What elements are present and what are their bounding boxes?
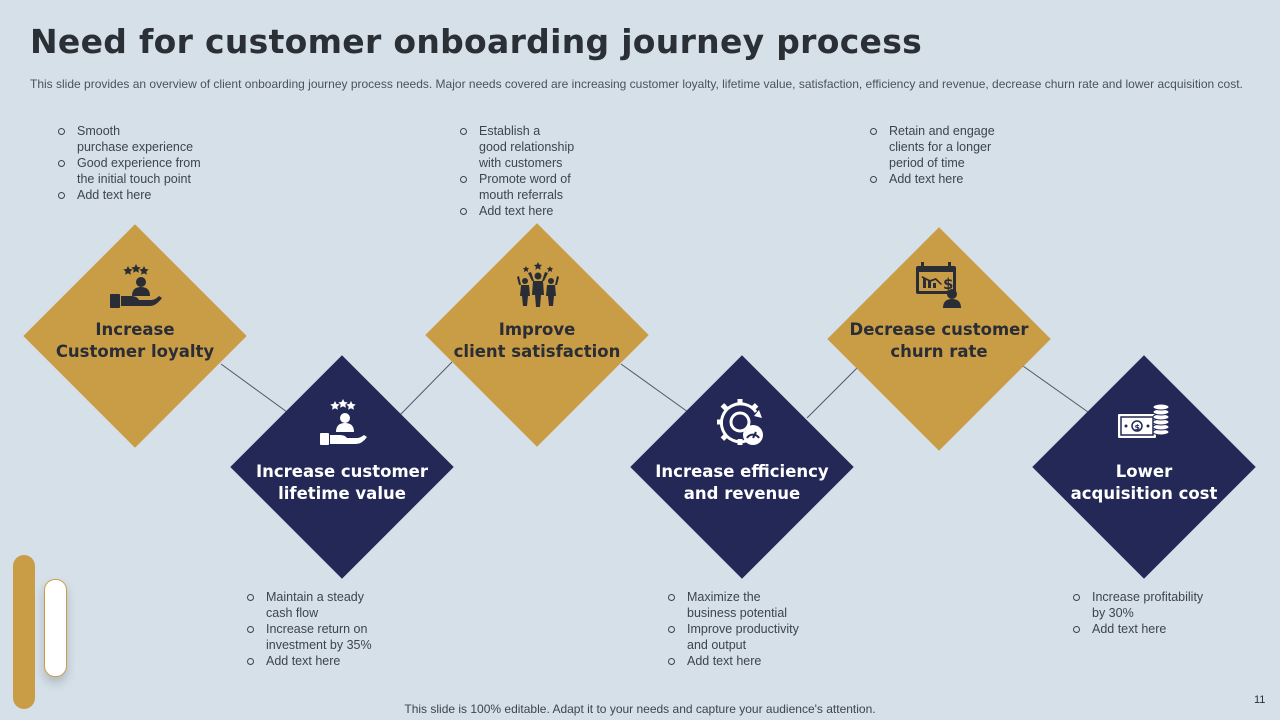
bullet-line: Improve productivity bbox=[687, 622, 799, 636]
bullet-line: Establish a bbox=[479, 124, 541, 138]
bullet-line: Promote word of bbox=[479, 172, 571, 186]
bullets-acquisition-cost: Increase profitability by 30% Add text h… bbox=[1073, 589, 1203, 637]
decorative-gold-bar bbox=[13, 555, 35, 709]
bullet-line: Add text here bbox=[687, 654, 762, 668]
bullet-line: with customers bbox=[479, 156, 563, 170]
connector-line bbox=[620, 363, 689, 413]
bullet-line: cash flow bbox=[266, 606, 319, 620]
bullet-line: investment by 35% bbox=[266, 638, 372, 652]
bullets-customer-loyalty: Smooth purchase experience Good experien… bbox=[58, 123, 201, 203]
bullet-line: Maximize the bbox=[687, 590, 761, 604]
connector-line bbox=[1022, 365, 1089, 413]
bullet-item: Promote word of mouth referrals bbox=[460, 171, 574, 203]
bullet-line: Retain and engage bbox=[889, 124, 995, 138]
bullet-item: Improve productivity and output bbox=[668, 621, 799, 653]
connector-line bbox=[806, 366, 859, 419]
label-line: Increase customer bbox=[256, 462, 428, 481]
gear-speedometer-icon bbox=[717, 399, 763, 445]
bullet-line: purchase experience bbox=[77, 140, 194, 154]
bullet-line: Good experience from bbox=[77, 156, 201, 170]
connector-line bbox=[398, 361, 453, 417]
bullet-item: Establish a good relationship with custo… bbox=[460, 123, 574, 171]
hand-holding-user-stars-icon bbox=[320, 399, 367, 445]
bullet-line: Increase profitability bbox=[1092, 590, 1204, 604]
decorative-white-pill bbox=[44, 579, 67, 677]
footer-note: This slide is 100% editable. Adapt it to… bbox=[404, 702, 876, 716]
bullet-item: Increase return on investment by 35% bbox=[247, 621, 372, 653]
label-line: churn rate bbox=[890, 342, 988, 361]
label-efficiency-revenue: Increase efficiency and revenue bbox=[637, 461, 847, 505]
bullet-item: Add text here bbox=[460, 203, 574, 219]
bullet-line: good relationship bbox=[479, 140, 575, 154]
bullet-line: mouth referrals bbox=[479, 188, 564, 202]
bullet-item: Maintain a steady cash flow bbox=[247, 589, 372, 621]
label-line: and revenue bbox=[683, 484, 801, 503]
bullet-line: the initial touch point bbox=[77, 172, 191, 186]
bullets-customer-lifetime-value: Maintain a steady cash flow Increase ret… bbox=[247, 589, 372, 669]
bullet-line: Smooth bbox=[77, 124, 121, 138]
bullet-line: Maintain a steady bbox=[266, 590, 364, 604]
label-line: client satisfaction bbox=[453, 342, 621, 361]
bullet-item: Add text here bbox=[58, 187, 201, 203]
bullet-item: Good experience from the initial touch p… bbox=[58, 155, 201, 187]
bullet-item: Smooth purchase experience bbox=[58, 123, 201, 155]
banknote-coins-icon: $ bbox=[1118, 403, 1170, 438]
bullet-item: Add text here bbox=[668, 653, 799, 669]
bullet-line: by 30% bbox=[1092, 606, 1134, 620]
bullet-item: Increase profitability by 30% bbox=[1073, 589, 1203, 621]
bullet-item: Retain and engage clients for a longer p… bbox=[870, 123, 995, 171]
bullet-line: and output bbox=[687, 638, 747, 652]
label-line: Decrease customer bbox=[849, 320, 1029, 339]
cheering-team-icon bbox=[517, 262, 559, 307]
bullet-item: Add text here bbox=[247, 653, 372, 669]
hand-holding-user-stars-icon bbox=[110, 264, 162, 308]
bullet-line: Add text here bbox=[479, 204, 554, 218]
label-line: Increase bbox=[95, 320, 175, 339]
bullet-line: Add text here bbox=[889, 172, 964, 186]
bullet-line: Add text here bbox=[1092, 622, 1167, 636]
bullet-line: Add text here bbox=[266, 654, 341, 668]
bullets-client-satisfaction: Establish a good relationship with custo… bbox=[460, 123, 574, 219]
bullets-churn-rate: Retain and engage clients for a longer p… bbox=[870, 123, 995, 187]
svg-text:$: $ bbox=[1135, 423, 1141, 432]
bullet-item: Maximize the business potential bbox=[668, 589, 799, 621]
label-line: lifetime value bbox=[278, 484, 406, 503]
slide-subtitle: This slide provides an overview of clien… bbox=[30, 77, 1243, 91]
connector-line bbox=[220, 363, 288, 413]
bullet-item: Add text here bbox=[1073, 621, 1203, 637]
calendar-dollar-user-icon: $ bbox=[916, 262, 961, 308]
label-line: Lower bbox=[1115, 462, 1173, 481]
bullet-line: Add text here bbox=[77, 188, 152, 202]
label-line: Customer loyalty bbox=[55, 342, 215, 361]
page-number: 11 bbox=[1254, 694, 1266, 706]
label-client-satisfaction: Improve client satisfaction bbox=[432, 319, 642, 363]
label-acquisition-cost: Lower acquisition cost bbox=[1039, 461, 1249, 505]
label-line: acquisition cost bbox=[1070, 484, 1218, 503]
label-customer-loyalty: Increase Customer loyalty bbox=[30, 319, 240, 363]
bullets-efficiency-revenue: Maximize the business potential Improve … bbox=[668, 589, 799, 669]
label-line: Increase efficiency bbox=[655, 462, 829, 481]
svg-text:$: $ bbox=[943, 275, 953, 293]
label-churn-rate: Decrease customer churn rate bbox=[834, 319, 1044, 363]
slide-title: Need for customer onboarding journey pro… bbox=[30, 22, 923, 61]
label-line: Improve bbox=[498, 320, 576, 339]
bullet-line: clients for a longer bbox=[889, 140, 992, 154]
bullet-line: Increase return on bbox=[266, 622, 368, 636]
bullet-line: business potential bbox=[687, 606, 788, 620]
label-customer-lifetime-value: Increase customer lifetime value bbox=[237, 461, 447, 505]
bullet-line: period of time bbox=[889, 156, 965, 170]
bullet-item: Add text here bbox=[870, 171, 995, 187]
